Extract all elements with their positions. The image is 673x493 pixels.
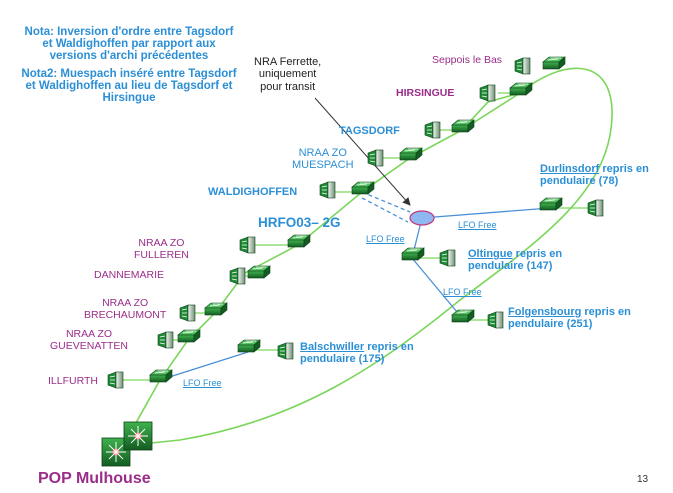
pendulaire-balschwiller: Balschwiller repris en pendulaire (175) xyxy=(300,341,414,366)
switch-durlinsdorf-icon[interactable] xyxy=(539,197,563,211)
site-label-hirsingue: HIRSINGUE xyxy=(396,87,455,99)
callout-line-3: pour transit xyxy=(260,80,316,93)
guevenatten-line-1: NRAA ZO xyxy=(65,328,113,340)
amp-durlinsdorf-icon[interactable] xyxy=(587,199,604,217)
balschwiller-rest-1: repris en xyxy=(364,341,414,353)
site-label-tagsdorf: TAGSDORF xyxy=(339,125,400,137)
callout-line-2: uniquement xyxy=(258,68,317,81)
site-label-illfurth: ILLFURTH xyxy=(48,375,98,387)
site-label-waldighoffen: WALDIGHOFFEN xyxy=(208,186,298,198)
durlinsdorf-rest-1: repris en xyxy=(599,163,649,175)
notes-panel: Nota: Inversion d'ordre entre Tagsdorf e… xyxy=(20,26,238,104)
page-number: 13 xyxy=(637,474,649,485)
site-label-brechaumont: NRAA ZO BRECHAUMONT xyxy=(84,297,167,322)
balschwiller-rest-2: pendulaire (175) xyxy=(300,353,385,366)
pop-router-icon[interactable] xyxy=(101,421,153,467)
switch-tagsdorf-icon[interactable] xyxy=(451,119,475,133)
amp-hirsingue-icon[interactable] xyxy=(479,84,496,102)
lfo-label-balschwiller: LFO Free xyxy=(183,378,222,388)
site-label-fulleren: NRAA ZO FULLEREN xyxy=(134,237,189,262)
muespach-line-1: NRAA ZO xyxy=(298,147,347,159)
amp-waldighoffen-icon[interactable] xyxy=(319,181,336,199)
amp-tagsdorf-icon[interactable] xyxy=(424,121,441,139)
callout-arrow xyxy=(314,97,411,206)
pendulaire-durlinsdorf: Durlinsdorf repris en pendulaire (78) xyxy=(540,163,649,188)
switch-dannemarie-icon[interactable] xyxy=(247,265,271,279)
amp-guevenatten-icon[interactable] xyxy=(157,331,174,349)
switch-seppois-icon[interactable] xyxy=(542,56,566,70)
site-label-seppois: Seppois le Bas xyxy=(432,54,503,66)
callout-line-1: NRA Ferrette, xyxy=(254,56,322,68)
muespach-line-2: MUESPACH xyxy=(292,159,354,172)
switch-fulleren-icon[interactable] xyxy=(287,234,311,248)
fulleren-line-2: FULLEREN xyxy=(134,248,189,261)
switch-folgensbourg-icon[interactable] xyxy=(451,309,475,323)
oltingue-rest-2: pendulaire (147) xyxy=(468,260,553,273)
folgensbourg-rest-1: repris en xyxy=(581,306,631,318)
amp-muespach-icon[interactable] xyxy=(367,149,384,167)
switch-waldighoffen-icon[interactable] xyxy=(351,181,375,195)
switch-hirsingue-icon[interactable] xyxy=(509,82,533,96)
amp-oltingue-icon[interactable] xyxy=(439,249,456,267)
pendulaire-oltingue: Oltingue repris en pendulaire (147) xyxy=(468,248,562,273)
guevenatten-line-2: GUEVENATTEN xyxy=(50,339,128,352)
lfo-label-durlinsdorf: LFO Free xyxy=(458,220,497,230)
pendulaire-folgensbourg: Folgensbourg repris en pendulaire (251) xyxy=(508,306,631,331)
amp-illfurth-icon[interactable] xyxy=(107,371,124,389)
lfo-label-folgensbourg: LFO Free xyxy=(443,287,482,297)
note-2: Nota2: Muespach inséré entre Tagsdorf et… xyxy=(21,68,237,104)
switch-brechaumont-icon[interactable] xyxy=(204,302,228,316)
folgensbourg-rest-2: pendulaire (251) xyxy=(508,318,593,331)
switch-oltingue-icon[interactable] xyxy=(401,247,425,261)
amp-balschwiller-icon[interactable] xyxy=(277,342,294,360)
site-label-muespach: NRAA ZO MUESPACH xyxy=(292,147,354,172)
fulleren-line-1: NRAA ZO xyxy=(138,237,185,249)
brechaumont-line-2: BRECHAUMONT xyxy=(84,308,167,321)
durlinsdorf-rest-2: pendulaire (78) xyxy=(540,175,619,188)
switch-illfurth-icon[interactable] xyxy=(149,369,173,383)
brechaumont-line-1: NRAA ZO xyxy=(102,297,149,309)
durlinsdorf-name[interactable]: Durlinsdorf xyxy=(540,163,600,175)
oltingue-rest-1: repris en xyxy=(512,248,563,260)
site-label-dannemarie: DANNEMARIE xyxy=(94,269,165,281)
lfo-links xyxy=(159,191,551,381)
oltingue-name[interactable]: Oltingue xyxy=(468,248,513,260)
folgensbourg-name[interactable]: Folgensbourg xyxy=(508,306,582,318)
amp-brechaumont-icon[interactable] xyxy=(179,304,196,322)
amp-folgensbourg-icon[interactable] xyxy=(487,311,504,329)
amp-fulleren-icon[interactable] xyxy=(239,236,256,254)
site-label-guevenatten: NRAA ZO GUEVENATTEN xyxy=(50,328,128,353)
switch-guevenatten-icon[interactable] xyxy=(177,329,201,343)
lfo-label-ferrette-left: LFO Free xyxy=(366,234,405,244)
note-1: Nota: Inversion d'ordre entre Tagsdorf e… xyxy=(24,26,234,62)
switch-balschwiller-icon[interactable] xyxy=(237,339,261,353)
switch-muespach-icon[interactable] xyxy=(399,147,423,161)
amp-seppois-icon[interactable] xyxy=(514,57,531,75)
nra-ferrette-callout: NRA Ferrette, uniquement pour transit xyxy=(254,56,321,93)
amp-dannemarie-icon[interactable] xyxy=(229,267,246,285)
balschwiller-name[interactable]: Balschwiller xyxy=(300,341,365,353)
ring-label: HRFO03– 2G xyxy=(258,215,341,230)
nra-ferrette-node[interactable] xyxy=(409,210,435,226)
pop-mulhouse-label: POP Mulhouse xyxy=(38,470,151,487)
